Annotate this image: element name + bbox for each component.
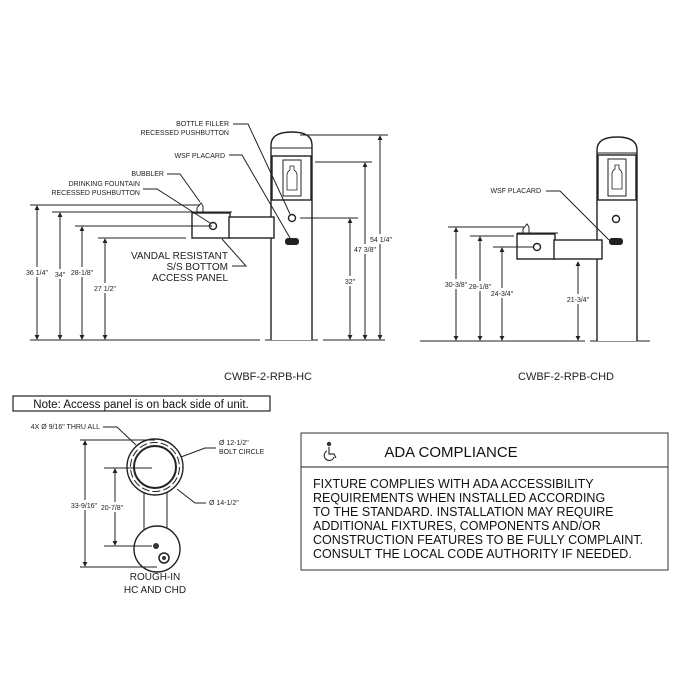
dim-button-height: 28-1/8" (71, 270, 94, 277)
wheelchair-icon (323, 441, 337, 461)
rough-in-title: ROUGH-IN (130, 572, 181, 583)
rough-in-plan: 33-9/16" 20-7/8" 4X Ø 9/16" THRU ALL Ø 1… (31, 424, 265, 596)
bottle-icon (611, 164, 623, 190)
chd-unit-elevation: 30-3/8" 28-1/8" 24-3/4" 21-3/4" WSF PLAC… (420, 136, 650, 383)
callout-wsf-placard: WSF PLACARD (174, 153, 225, 160)
callout-access-panel-1: VANDAL RESISTANT (131, 251, 228, 262)
wsf-placard (609, 238, 623, 245)
bottle-icon (286, 165, 298, 191)
callout-access-panel-2: S/S BOTTOM (167, 262, 229, 273)
dim-bottom-height: 27 1/2" (94, 286, 116, 293)
bottle-filler-pushbutton (287, 213, 297, 223)
pedestal (596, 136, 638, 341)
chd-dimensions: 30-3/8" 28-1/8" 24-3/4" 21-3/4" (443, 226, 591, 341)
ada-line: CONSTRUCTION FEATURES TO BE FULLY COMPLA… (313, 533, 643, 547)
bubbler (522, 223, 530, 234)
ada-line: REQUIREMENTS WHEN INSTALLED ACCORDING (313, 491, 605, 505)
note-text: Note: Access panel is on back side of un… (33, 399, 248, 411)
ada-line: ADDITIONAL FIXTURES, COMPONENTS AND/OR (313, 519, 601, 533)
ada-line: TO THE STANDARD. INSTALLATION MAY REQUIR… (313, 505, 614, 519)
fountain-bowl (516, 223, 603, 260)
fountain-pushbutton (532, 242, 542, 252)
callout-drinking-fountain: DRINKING FOUNTAIN (69, 181, 140, 188)
dim-window-height: 47 3/8" (354, 247, 376, 254)
ada-compliance-box: ADA COMPLIANCE FIXTURE COMPLIES WITH ADA… (300, 432, 669, 571)
hc-dimensions: 36 1/4" 34" 28-1/8" 27 1/2" 32" 47 3/8" … (24, 134, 394, 340)
access-panel-note: Note: Access panel is on back side of un… (12, 395, 271, 412)
bottle-filler-pushbutton (611, 214, 621, 224)
ada-title: ADA COMPLIANCE (384, 444, 517, 461)
hc-callouts: BOTTLE FILLER RECESSED PUSHBUTTON WSF PL… (51, 121, 291, 284)
ada-line: CONSULT THE LOCAL CODE AUTHORITY IF NEED… (313, 547, 632, 561)
bubbler (196, 202, 204, 213)
callout-bolt-circle-label: BOLT CIRCLE (219, 449, 265, 456)
callout-access-panel-3: ACCESS PANEL (152, 273, 228, 284)
dim-bubbler-height: 30-3/8" (445, 282, 468, 289)
callout-fountain-pushbutton: RECESSED PUSHBUTTON (51, 190, 140, 197)
fountain-bowl (191, 202, 275, 239)
dim-rim-height: 28-1/8" (469, 284, 492, 291)
wsf-placard (285, 238, 299, 245)
dim-center-to-center: 20-7/8" (101, 505, 124, 512)
dim-filler-button-height: 32" (345, 279, 356, 286)
hc-model-label: CWBF-2-RPB-HC (224, 371, 312, 383)
callout-wsf-placard: WSF PLACARD (490, 188, 541, 195)
ada-line: FIXTURE COMPLIES WITH ADA ACCESSIBILITY (313, 477, 594, 491)
dim-bottom-height: 21-3/4" (567, 297, 590, 304)
callout-bottle-filler-pushbutton: RECESSED PUSHBUTTON (140, 130, 229, 137)
dim-overall-height: 54 1/4" (370, 237, 392, 244)
callout-bolt-circle: Ø 12-1/2" (219, 440, 249, 447)
dim-bubbler-height: 36 1/4" (26, 270, 48, 277)
hc-unit-elevation: 36 1/4" 34" 28-1/8" 27 1/2" 32" 47 3/8" … (24, 121, 394, 383)
callout-bottle-filler: BOTTLE FILLER (176, 121, 229, 128)
rough-in-subtitle: HC AND CHD (124, 585, 186, 596)
callout-holes: 4X Ø 9/16" THRU ALL (31, 424, 100, 431)
pedestal (270, 131, 313, 340)
dim-rough-in-overall: 33-9/16" (71, 503, 98, 510)
callout-bubbler: BUBBLER (131, 171, 164, 178)
dim-rim-height: 34" (55, 272, 66, 279)
callout-outer-diameter: Ø 14-1/2" (209, 500, 239, 507)
dim-button-height: 24-3/4" (491, 291, 514, 298)
chd-model-label: CWBF-2-RPB-CHD (518, 371, 614, 383)
